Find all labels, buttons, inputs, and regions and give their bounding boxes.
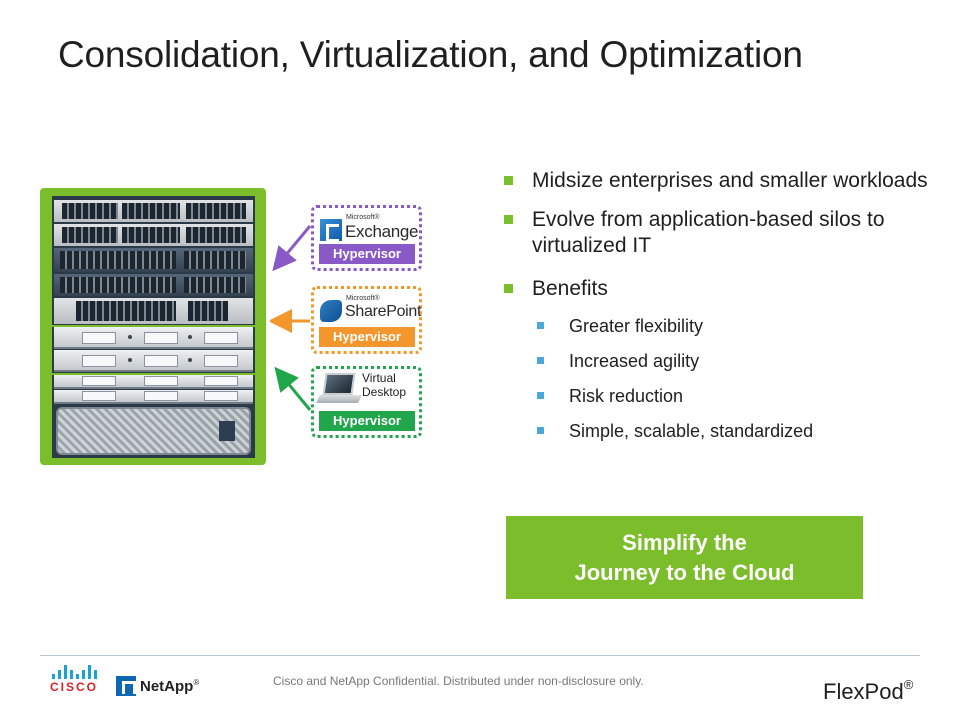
exchange-logo: Microsoft® Exchange: [320, 213, 419, 245]
hypervisor-label: Hypervisor: [319, 244, 415, 264]
bullet-square-icon: [504, 284, 513, 293]
cisco-bars-icon: [52, 665, 97, 679]
bullet-item: Midsize enterprises and smaller workload…: [503, 168, 943, 194]
arrow-exchange: [272, 225, 312, 272]
bullet-item: Evolve from application-based silos to v…: [503, 207, 943, 259]
sharepoint-logo: Microsoft® SharePoint: [320, 294, 421, 326]
bullet-list: Midsize enterprises and smaller workload…: [503, 168, 943, 455]
fabric-interconnect-unit: [54, 248, 253, 272]
switch-unit: [54, 200, 253, 222]
netapp-n-icon: [116, 676, 136, 696]
sub-bullet-item: Simple, scalable, standardized: [503, 420, 943, 442]
storage-bezel: [56, 407, 251, 455]
sharepoint-icon: [320, 300, 342, 322]
fabric-interconnect-unit: [54, 274, 253, 296]
arrows-graphic: [270, 225, 312, 411]
sub-bullet-square-icon: [537, 357, 544, 364]
blade-server: [54, 327, 253, 349]
virtual-desktop-vm-box: Virtual Desktop Hypervisor: [311, 366, 422, 438]
blade-server: [54, 375, 253, 389]
sub-bullet-item: Risk reduction: [503, 385, 943, 407]
bullet-item: Benefits: [503, 276, 943, 302]
sub-bullet-square-icon: [537, 427, 544, 434]
switch-unit: [54, 224, 253, 246]
blade-server: [54, 390, 253, 404]
virtual-desktop-label: Virtual Desktop: [362, 371, 407, 399]
sub-bullet-item: Increased agility: [503, 350, 943, 372]
simplify-journey-banner: Simplify the Journey to the Cloud: [506, 516, 863, 599]
sharepoint-vm-box: Microsoft® SharePoint Hypervisor: [311, 286, 422, 354]
flexpod-rack-image: [52, 196, 255, 458]
sub-bullet-item: Greater flexibility: [503, 315, 943, 337]
bullet-square-icon: [504, 215, 513, 224]
switch-unit: [54, 298, 253, 324]
laptop-icon: [316, 373, 362, 405]
footer-divider: [40, 655, 920, 656]
sub-bullet-square-icon: [537, 322, 544, 329]
cisco-logo: CISCO: [50, 665, 100, 695]
slide-title: Consolidation, Virtualization, and Optim…: [58, 34, 803, 75]
netapp-logo-icon: [219, 421, 235, 441]
flexpod-brand: FlexPod®: [823, 677, 914, 704]
netapp-logo: NetApp®: [116, 676, 206, 696]
arrow-desktop: [274, 366, 312, 411]
sub-bullet-square-icon: [537, 392, 544, 399]
exchange-icon: [320, 219, 342, 242]
hypervisor-label: Hypervisor: [319, 327, 415, 347]
bullet-square-icon: [504, 176, 513, 185]
exchange-vm-box: Microsoft® Exchange Hypervisor: [311, 205, 422, 271]
blade-server: [54, 350, 253, 372]
hypervisor-label: Hypervisor: [319, 411, 415, 431]
confidentiality-notice: Cisco and NetApp Confidential. Distribut…: [273, 674, 644, 688]
